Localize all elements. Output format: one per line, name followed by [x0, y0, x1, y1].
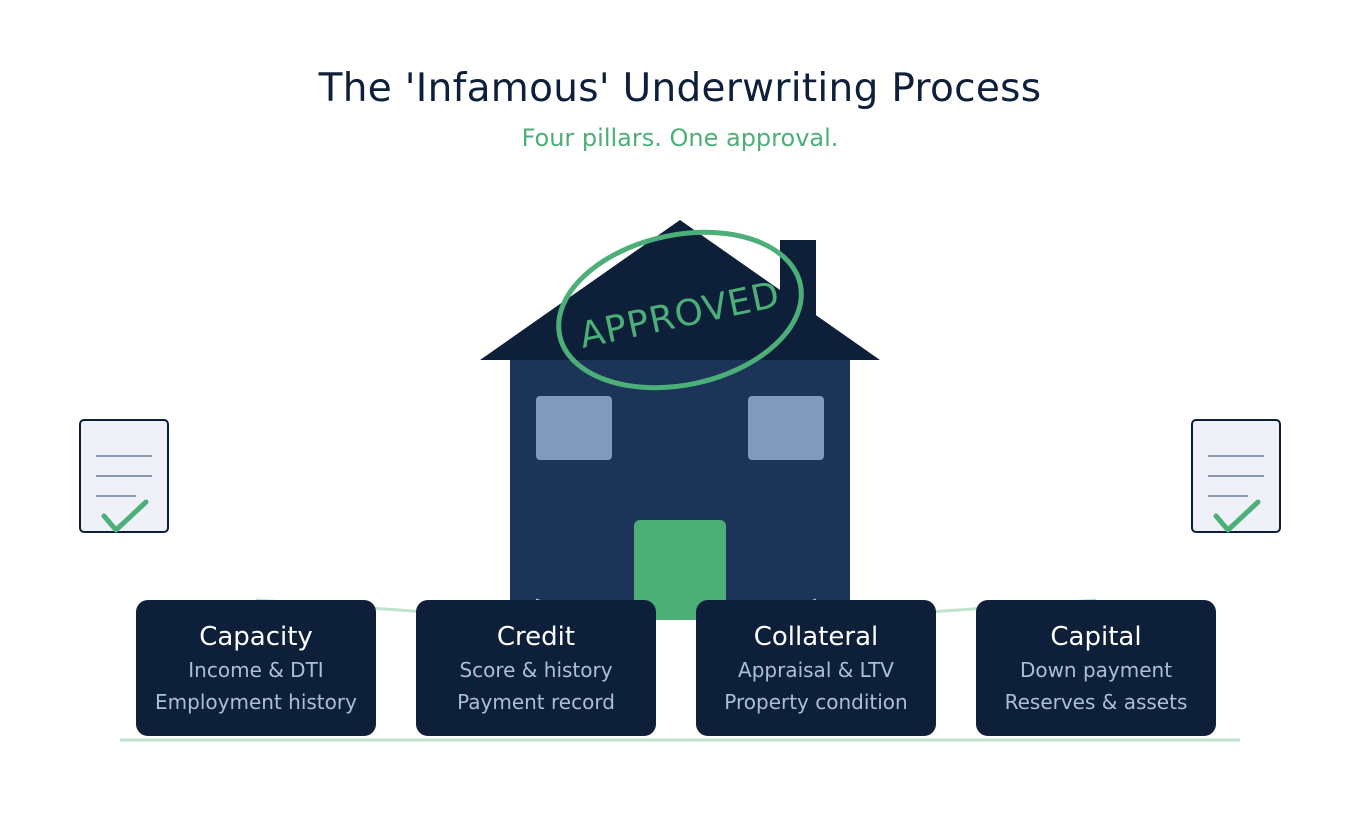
- pillar-detail: Employment history: [155, 690, 357, 714]
- pillar-name: Capacity: [199, 622, 313, 652]
- pillar-capital: Capital Down payment Reserves & assets: [976, 600, 1216, 736]
- document-check-icon: [1191, 419, 1281, 533]
- document-check-icon: [79, 419, 169, 533]
- page-subtitle: Four pillars. One approval.: [521, 124, 839, 152]
- pillar-capacity: Capacity Income & DTI Employment history: [136, 600, 376, 736]
- pillar-detail: Property condition: [724, 690, 908, 714]
- pillar-detail: Appraisal & LTV: [738, 658, 894, 682]
- pillar-detail: Down payment: [1019, 658, 1173, 682]
- page-title: The 'Infamous' Underwriting Process: [318, 66, 1042, 111]
- pillar-name: Credit: [496, 622, 576, 652]
- pillar-detail: Income & DTI: [188, 658, 324, 682]
- pillar-name: Collateral: [753, 622, 879, 652]
- pillar-detail: Reserves & assets: [1004, 690, 1188, 714]
- pillar-name: Capital: [1050, 622, 1142, 652]
- house-door: [634, 520, 726, 620]
- pillar-detail: Payment record: [457, 690, 615, 714]
- house-window-right: [748, 396, 824, 460]
- house-window-left: [536, 396, 612, 460]
- pillar-collateral: Collateral Appraisal & LTV Property cond…: [696, 600, 936, 736]
- house-roof: [480, 220, 880, 360]
- house-icon: [480, 220, 880, 620]
- pillar-detail: Score & history: [459, 658, 613, 682]
- pillar-credit: Credit Score & history Payment record: [416, 600, 656, 736]
- stamp-ring: [556, 229, 804, 391]
